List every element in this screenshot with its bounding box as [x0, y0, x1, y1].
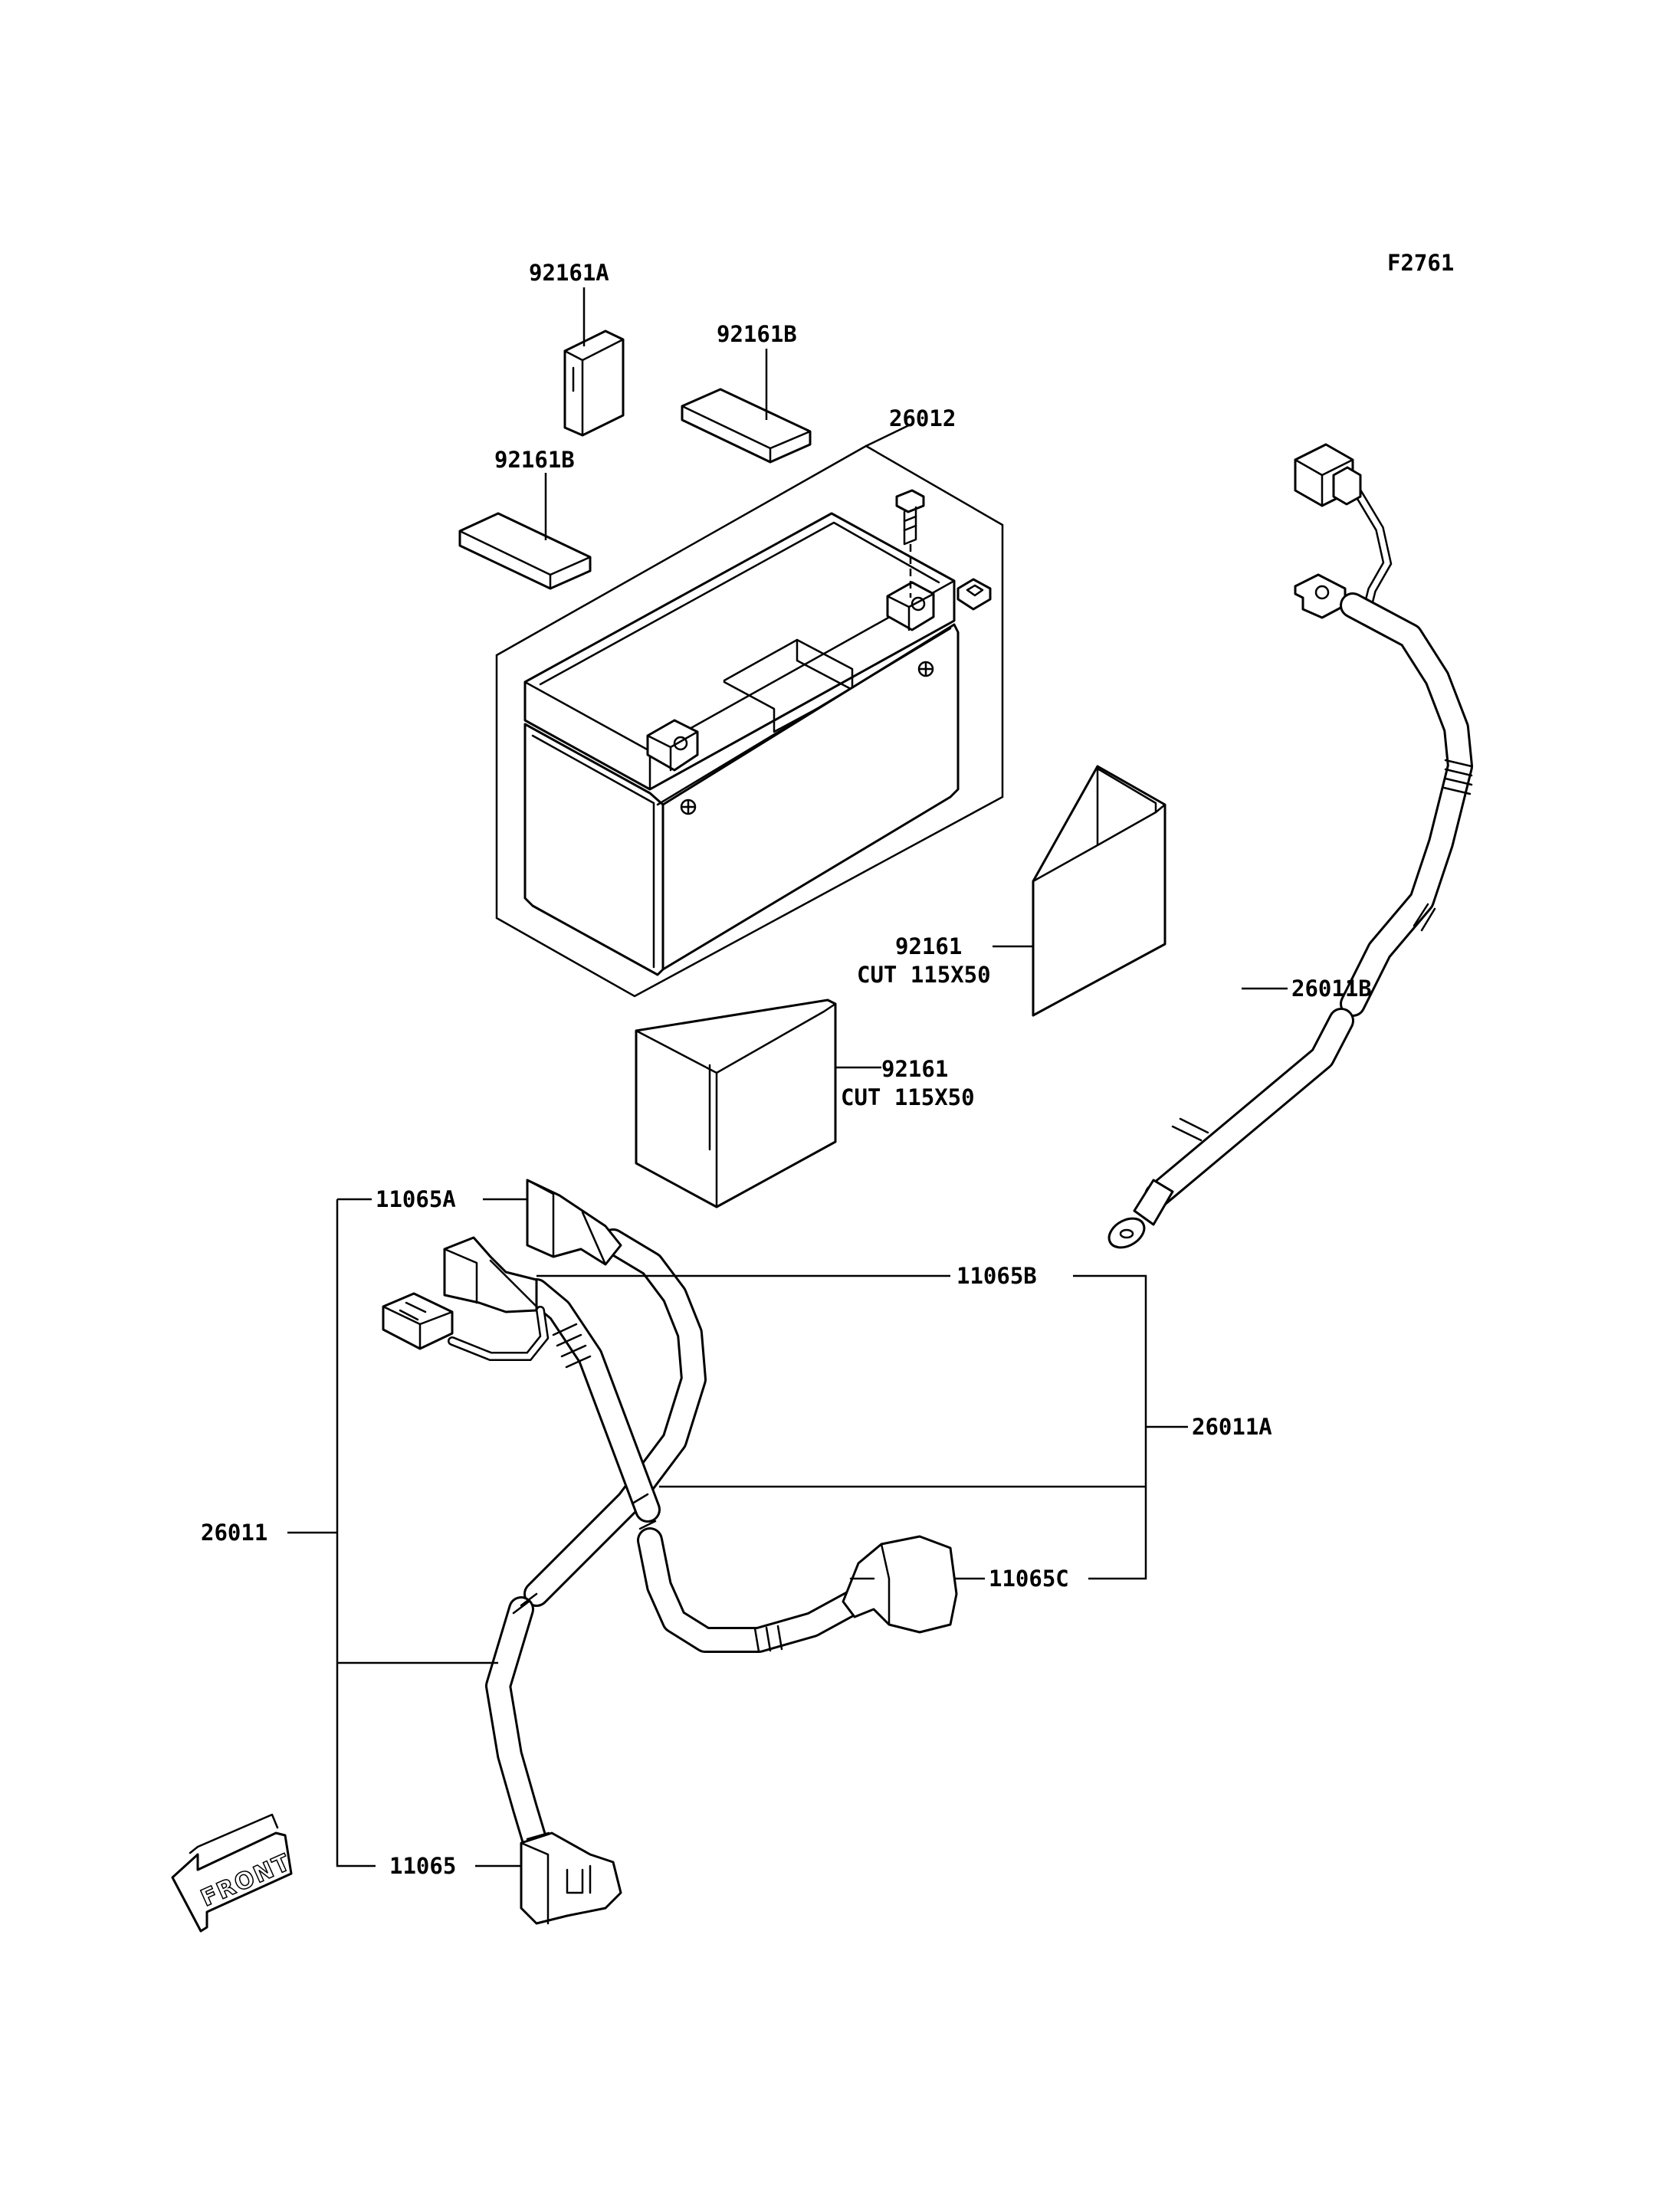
- figure-code: F2761: [1387, 250, 1454, 276]
- battery-26012: [523, 512, 960, 976]
- pad-92161B-top: [681, 388, 812, 464]
- label-92161-right: 92161: [895, 933, 962, 959]
- leader-26012: [865, 422, 913, 448]
- pad-92161A: [563, 330, 625, 437]
- label-92161-left-cut: CUT 115X50: [841, 1084, 975, 1110]
- pad-92161B-left: [458, 512, 592, 590]
- label-11065: 11065: [389, 1853, 456, 1879]
- label-11065A: 11065A: [376, 1186, 456, 1212]
- front-arrow-icon: FRONT: [171, 1813, 296, 1933]
- label-92161A: 92161A: [529, 260, 609, 286]
- terminal-nut: [956, 578, 992, 611]
- bracket-26011A: [1073, 1274, 1147, 1580]
- label-92161-left: 92161: [881, 1056, 948, 1082]
- bracket-26011: [336, 1199, 376, 1867]
- cable-26011B: [1107, 443, 1473, 1249]
- terminal-bolt: [895, 489, 925, 598]
- pad-92161-left: [635, 998, 837, 1208]
- pad-92161-right: [1032, 765, 1166, 1017]
- label-92161B-top: 92161B: [717, 321, 797, 347]
- label-92161-right-cut: CUT 115X50: [857, 962, 991, 988]
- label-11065B: 11065B: [956, 1263, 1037, 1289]
- label-11065C: 11065C: [989, 1566, 1069, 1592]
- label-26011: 26011: [201, 1520, 267, 1546]
- label-92161B-left: 92161B: [494, 447, 575, 473]
- label-26011A: 26011A: [1192, 1414, 1272, 1440]
- harness-26011: [382, 1179, 958, 1925]
- label-26012: 26012: [889, 405, 956, 431]
- label-26011B: 26011B: [1291, 976, 1372, 1002]
